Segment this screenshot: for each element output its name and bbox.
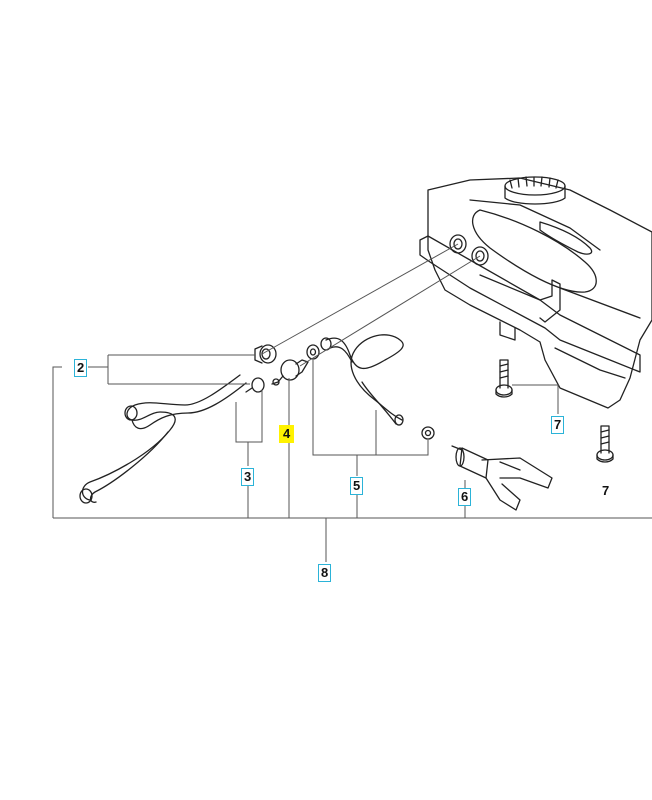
connector-part xyxy=(271,359,309,386)
leader-lines xyxy=(52,243,652,562)
hose-part xyxy=(79,374,247,504)
callout-5[interactable]: 5 xyxy=(350,477,364,495)
callout-7b[interactable]: 7 xyxy=(602,483,610,498)
callout-8[interactable]: 8 xyxy=(318,564,332,582)
callout-2[interactable]: 2 xyxy=(74,359,88,377)
fuel-hose-part xyxy=(306,334,435,440)
fuel-tank xyxy=(419,176,652,409)
screw-part-a xyxy=(495,359,513,398)
fuel-filter-part xyxy=(451,445,553,511)
callout-3[interactable]: 3 xyxy=(241,468,255,486)
callout-6[interactable]: 6 xyxy=(458,488,472,506)
clamp-part xyxy=(245,377,265,393)
screw-part-b xyxy=(596,425,614,463)
callout-7a[interactable]: 7 xyxy=(551,416,565,434)
callout-4[interactable]: 4 xyxy=(279,425,295,443)
